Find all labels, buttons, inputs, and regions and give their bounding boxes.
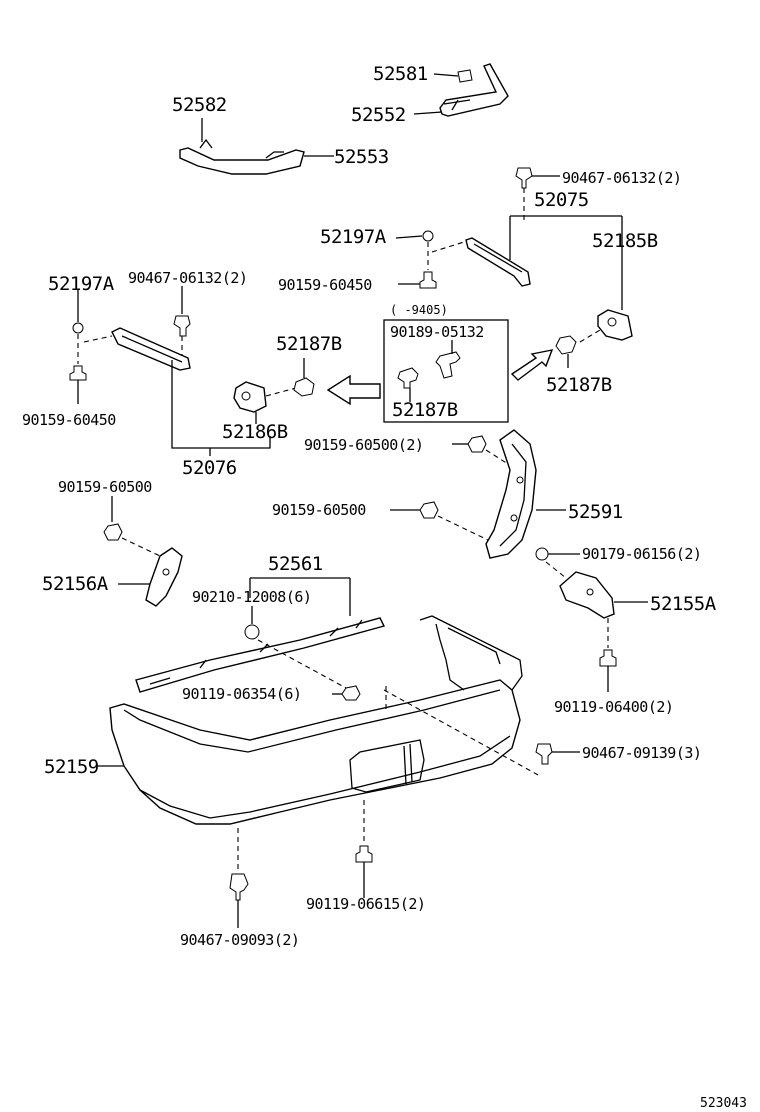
label-52187B-right: 52187B [546,374,612,396]
inset-box [383,319,509,423]
bolt-90119-06354[interactable] [341,685,361,701]
nut-90159-60500-middle[interactable] [419,501,439,519]
nut-52197A-left[interactable] [72,322,84,334]
label-52581: 52581 [373,63,428,85]
reinforcement-52552[interactable] [439,63,509,117]
label-90467-06132-upper: 90467-06132(2) [562,169,681,187]
label-52187B-middle: 52187B [276,333,342,355]
clip-52187B-inset[interactable] [397,367,419,389]
nut-90159-60500-upper[interactable] [467,435,487,453]
label-90467-09139: 90467-09139(3) [582,744,701,762]
clip-52187B-right[interactable] [555,335,577,355]
bumper-cover-52159[interactable] [109,679,521,825]
label-90159-60450-left: 90159-60450 [22,411,116,429]
clip-90467-09139[interactable] [535,743,553,765]
label-90119-06615: 90119-06615(2) [306,895,425,913]
nut-90159-60500-left[interactable] [103,523,123,541]
label-90119-06400: 90119-06400(2) [554,698,673,716]
label-52156A: 52156A [42,573,109,595]
nut-52197A-upper[interactable] [422,230,434,242]
clip-52187B-middle[interactable] [293,377,315,397]
bolt-90159-60450-left[interactable] [69,365,87,381]
label-52197A-left: 52197A [48,273,115,295]
label-90189-05132: 90189-05132 [390,323,484,341]
bracket-52591[interactable] [485,429,537,559]
label-52561: 52561 [268,553,323,575]
label-90159-60450-upper: 90159-60450 [278,276,372,294]
label-90210-12008: 90210-12008(6) [192,588,311,606]
clip-90467-06132-left[interactable] [173,315,191,337]
bolt-90119-06615[interactable] [355,845,373,863]
bracket-52156A[interactable] [145,547,183,607]
label-52582: 52582 [172,94,227,116]
inset-note: ( -9405) [390,303,448,317]
diagram-reference-number: 523043 [700,1096,747,1111]
nut-90179-06156[interactable] [535,547,549,561]
reinforcement-52553[interactable] [179,147,305,175]
clip-90189-05132[interactable] [435,351,461,379]
label-52552: 52552 [351,104,406,126]
label-90159-60500-middle: 90159-60500 [272,501,366,519]
label-52186B: 52186B [222,421,288,443]
arrow-left [326,374,381,406]
label-52076: 52076 [182,457,237,479]
label-52591: 52591 [568,501,623,523]
bracket-52075[interactable] [465,237,531,287]
label-90179-06156: 90179-06156(2) [582,545,701,563]
clip-90210-12008[interactable] [244,624,260,640]
pad-52581[interactable] [457,69,473,83]
label-90159-60500-upper: 90159-60500(2) [304,436,423,454]
label-52553: 52553 [334,146,389,168]
bracket-52155A[interactable] [559,571,615,619]
label-52197A-upper: 52197A [320,226,387,248]
arrow-right [510,349,554,381]
label-90467-06132-left: 90467-06132(2) [128,269,247,287]
label-90119-06354: 90119-06354(6) [182,685,301,703]
label-52159: 52159 [44,756,99,778]
clip-90467-06132-upper[interactable] [515,167,533,189]
label-52187B-inset: 52187B [392,399,458,421]
bolt-90119-06400[interactable] [599,649,617,667]
label-52185B: 52185B [592,230,658,252]
label-90467-09093: 90467-09093(2) [180,931,299,949]
label-90159-60500-left: 90159-60500 [58,478,152,496]
label-52155A: 52155A [650,593,717,615]
bolt-90159-60450-upper[interactable] [419,271,437,289]
clip-90467-09093[interactable] [229,873,249,901]
rail-52561[interactable] [135,617,386,693]
label-52075: 52075 [534,189,589,211]
